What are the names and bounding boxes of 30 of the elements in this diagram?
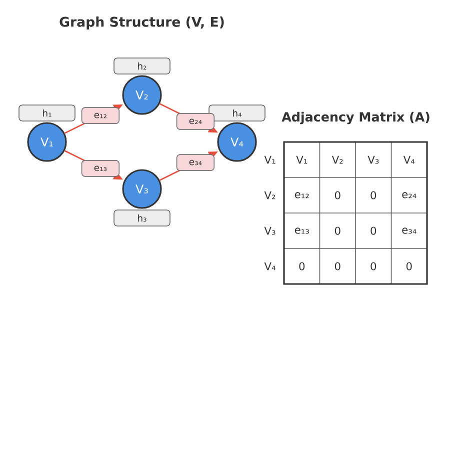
table-cell: 0: [334, 191, 340, 200]
table-cell: V₃: [368, 156, 379, 164]
table-cell: V₄: [403, 156, 415, 164]
feature-box: h₂: [114, 58, 170, 74]
row-header: V₄: [264, 262, 276, 270]
feature-box: h₄: [208, 104, 266, 122]
table-cell: 0: [334, 226, 340, 235]
row-header: V₃: [264, 226, 276, 235]
feature-box: h₃: [114, 210, 170, 226]
table-cell: 0: [299, 262, 305, 270]
edge-label: e₁₃: [94, 166, 107, 172]
edge-label: e₃₄: [189, 160, 202, 166]
table-cell: 0: [370, 191, 376, 200]
table-cell: e₁₃: [294, 228, 309, 234]
diagram-title: Graph Structure (V, E): [60, 16, 224, 30]
table-cell: V₂: [332, 156, 343, 164]
feature-box: h₁: [18, 104, 76, 122]
edge-label: e₁₂: [94, 112, 106, 118]
row-header: V₁: [264, 156, 276, 164]
matrix-title: Adjacency Matrix (A): [282, 112, 430, 124]
table-cell: e₁₂: [294, 192, 309, 198]
table-cell: e₂₄: [402, 192, 416, 198]
table-cell: 0: [370, 226, 376, 235]
table-cell: e₃₄: [402, 228, 416, 234]
edge-label: e₂₄: [189, 118, 202, 124]
table-cell: 0: [370, 262, 376, 270]
row-header: V₂: [264, 191, 276, 200]
table-cell: V₁: [296, 156, 308, 164]
table-cell: 0: [406, 262, 412, 270]
table-cell: 0: [334, 262, 340, 270]
